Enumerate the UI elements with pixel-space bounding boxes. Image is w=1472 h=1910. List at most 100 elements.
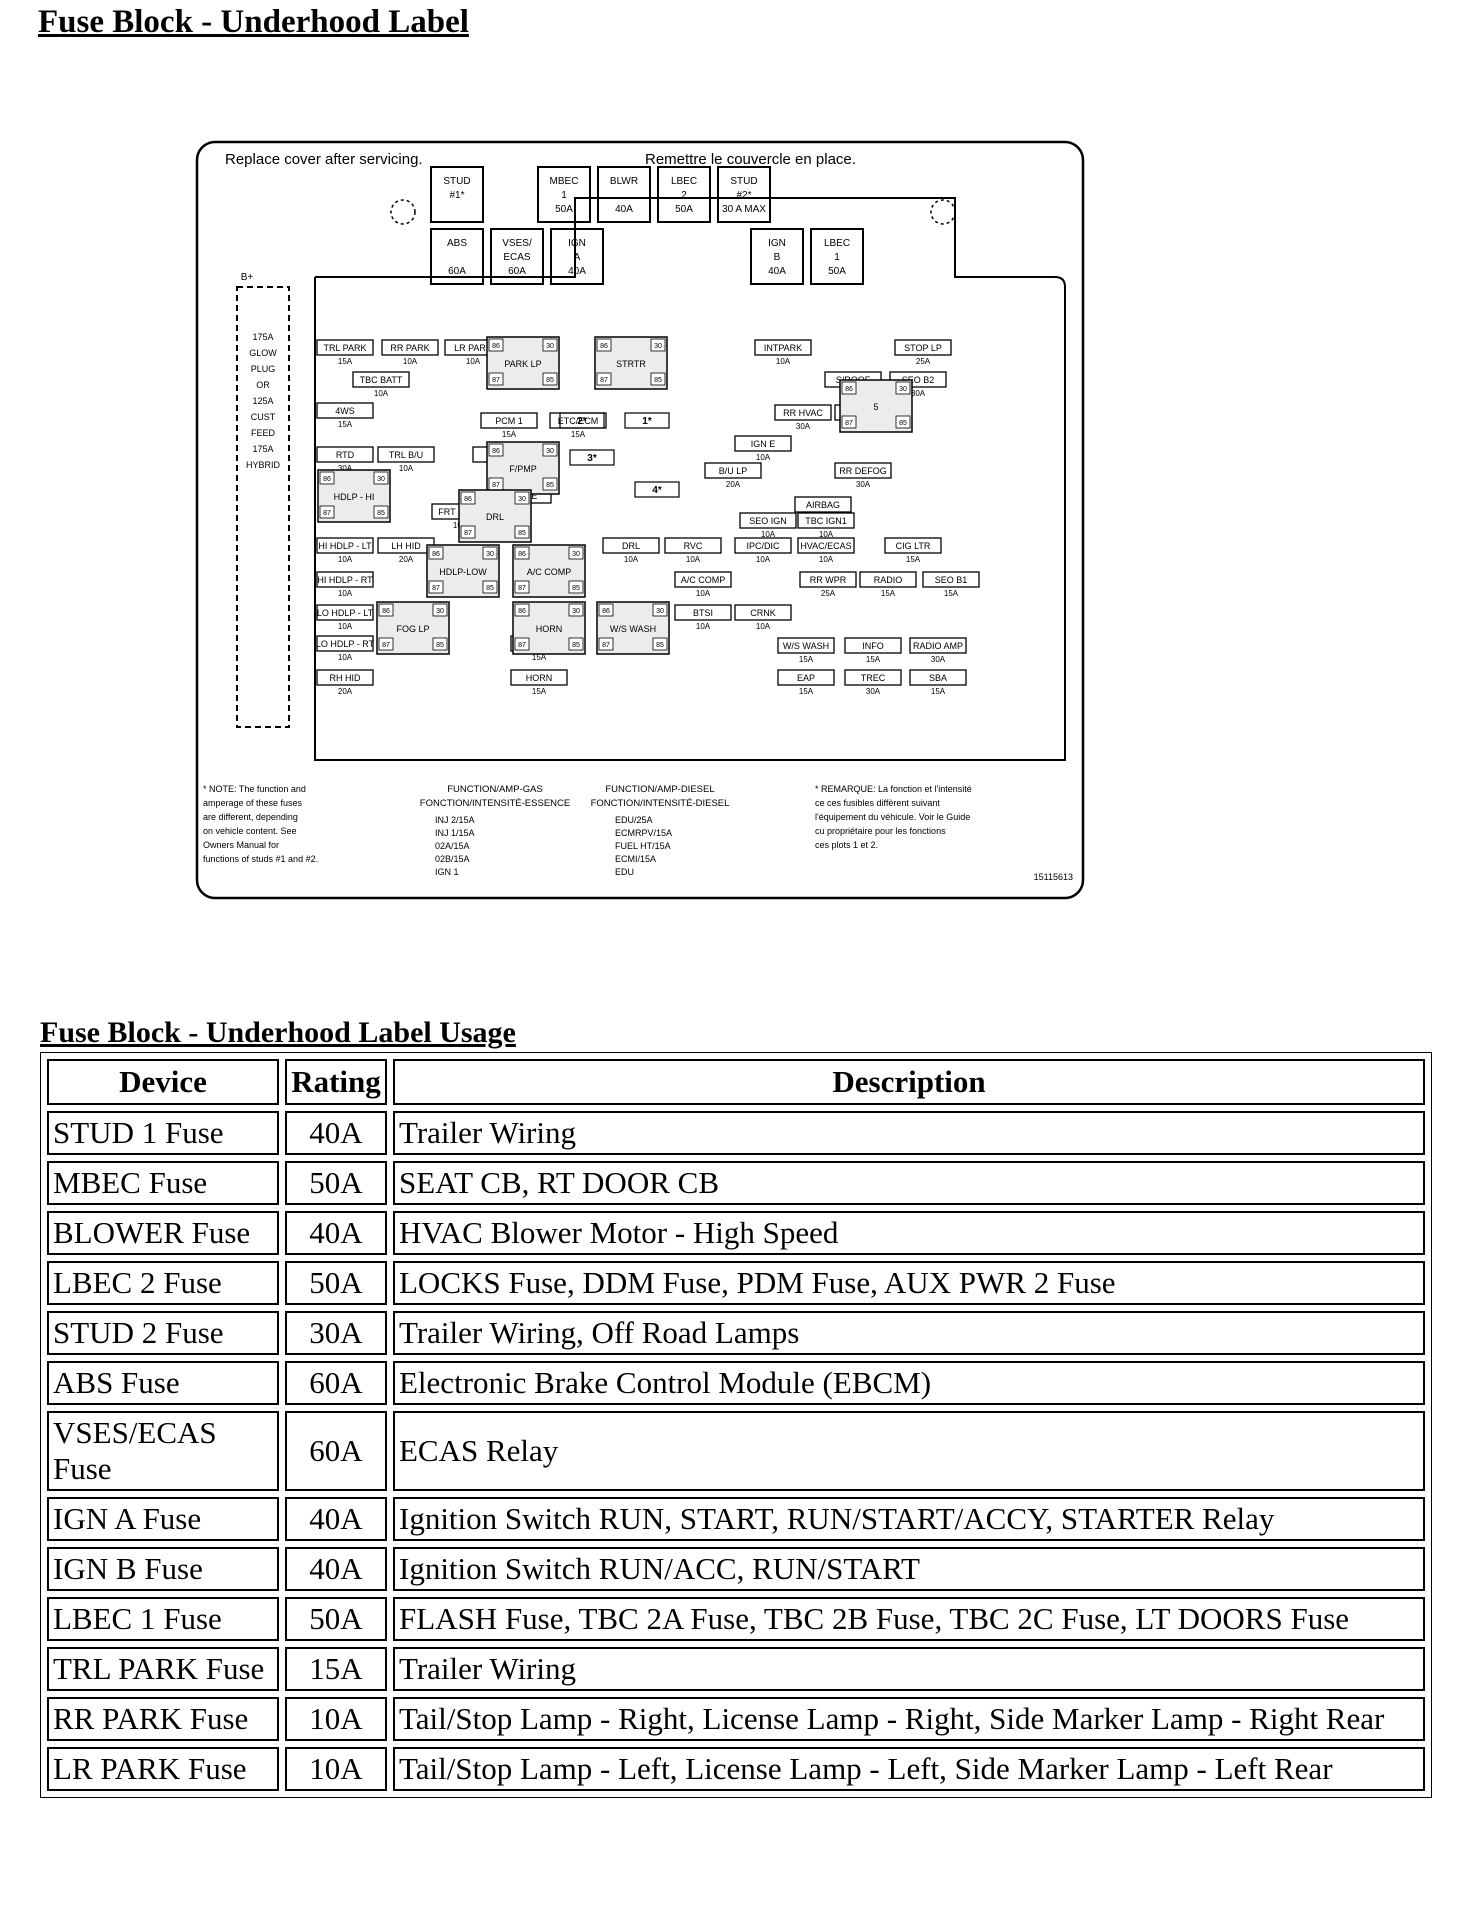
small-fuse-amp: 15A: [571, 430, 586, 439]
description-cell: ECAS Relay: [393, 1411, 1425, 1491]
small-fuse-amp: 15A: [906, 555, 921, 564]
description-cell: Tail/Stop Lamp - Left, License Lamp - Le…: [393, 1747, 1425, 1791]
small-fuse: [377, 446, 435, 463]
rating-cell: 10A: [285, 1697, 387, 1741]
big-fuse: [717, 166, 771, 223]
big-fuse-label: IGN: [568, 238, 586, 249]
big-fuse: [550, 228, 604, 285]
small-fuse-amp: 10A: [756, 555, 771, 564]
small-fuse: [316, 402, 374, 419]
small-fuse-amp: 25A: [821, 589, 836, 598]
numbered-slot: [634, 481, 680, 498]
relay-label: PARK LP: [504, 359, 541, 369]
device-cell: STUD 1 Fuse: [47, 1111, 279, 1155]
relay-pin: [542, 338, 558, 352]
small-fuse-label: TBC BATT: [360, 375, 403, 385]
small-fuse: [664, 537, 722, 554]
gas-header: FONCTION/INTENSITÉ-ESSENCE: [420, 798, 570, 809]
small-fuse-amp: 15A: [799, 687, 814, 696]
small-fuse-label: TRL B/U: [389, 450, 423, 460]
small-fuse-amp: 10A: [338, 622, 353, 631]
description-cell: Ignition Switch RUN/ACC, RUN/START: [393, 1547, 1425, 1591]
b-plus-note: 175A: [252, 444, 273, 454]
big-fuse: [490, 228, 544, 285]
small-fuse-label: PCM 1: [495, 416, 523, 426]
device-cell: RR PARK Fuse: [47, 1697, 279, 1741]
small-fuse-label: RR WPR: [810, 575, 847, 585]
small-fuse-amp: 10A: [338, 589, 353, 598]
big-fuse: [430, 166, 484, 223]
gas-item: IGN 1: [435, 867, 459, 877]
note-french: cu propriétaire pour les fonctions: [815, 826, 946, 836]
relay-pin-label: 30: [546, 343, 554, 350]
small-fuse-amp: 30A: [866, 687, 881, 696]
page-title: Fuse Block - Underhood Label: [38, 4, 469, 40]
relay-pin: [432, 603, 448, 617]
device-column-header: Device: [47, 1059, 279, 1105]
cover-note-french: Remettre le couvercle en place.: [645, 151, 856, 168]
relay-pin-label: 30: [377, 476, 385, 483]
description-cell: FLASH Fuse, TBC 2A Fuse, TBC 2B Fuse, TB…: [393, 1597, 1425, 1641]
small-fuse: [774, 404, 832, 421]
device-cell: LBEC 1 Fuse: [47, 1597, 279, 1641]
relay-pin: [428, 580, 444, 594]
small-fuse-label: TBC IGN1: [805, 516, 847, 526]
big-fuse-label: 50A: [555, 204, 573, 215]
small-fuse: [602, 537, 660, 554]
rating-cell: 10A: [285, 1747, 387, 1791]
relay-pin-label: 86: [432, 551, 440, 558]
small-fuse: [316, 604, 374, 621]
small-fuse-amp: 30A: [796, 422, 811, 431]
relay-pin-label: 87: [518, 642, 526, 649]
relay-pin: [460, 525, 476, 539]
small-fuse-amp: 10A: [819, 555, 834, 564]
small-fuse-label: W/S WASH: [783, 641, 829, 651]
small-fuse: [316, 537, 374, 554]
relay-pin-label: 85: [436, 642, 444, 649]
small-fuse: [799, 571, 857, 588]
relay-pin: [482, 546, 498, 560]
relay-pin-label: 30: [572, 608, 580, 615]
usage-title: Fuse Block - Underhood Label Usage: [40, 1016, 516, 1049]
relay-pin: [542, 477, 558, 491]
label-border: [195, 140, 1085, 900]
diesel-item: EDU: [615, 867, 634, 877]
gas-item: INJ 1/15A: [435, 828, 475, 838]
big-fuse: [810, 228, 864, 285]
numbered-slot-label: 1*: [642, 416, 652, 427]
small-fuse: [316, 571, 374, 588]
small-fuse-amp: 15A: [866, 655, 881, 664]
rating-cell: 15A: [285, 1647, 387, 1691]
small-fuse-amp: 10A: [399, 464, 414, 473]
relay-pin-label: 85: [546, 377, 554, 384]
device-cell: MBEC Fuse: [47, 1161, 279, 1205]
relay-pin: [319, 505, 335, 519]
small-fuse: [754, 339, 812, 356]
small-fuse-amp: 15A: [931, 687, 946, 696]
relay-pin-label: 86: [600, 343, 608, 350]
small-fuse: [734, 604, 792, 621]
note-english: on vehicle content. See: [203, 826, 297, 836]
table-header-row: Device Rating Description: [47, 1059, 1425, 1105]
rating-cell: 40A: [285, 1111, 387, 1155]
small-fuse-label: SEO B1: [935, 575, 968, 585]
gas-item: 02B/15A: [435, 854, 470, 864]
relay-pin: [488, 338, 504, 352]
note-english: Owners Manual for: [203, 840, 279, 850]
small-fuse-amp: 10A: [756, 453, 771, 462]
small-fuse: [909, 637, 967, 654]
small-fuse: [797, 537, 855, 554]
relay-pin: [542, 372, 558, 386]
small-fuse: [739, 512, 797, 529]
relay-pin-label: 87: [382, 642, 390, 649]
small-fuse-amp: 10A: [624, 555, 639, 564]
small-fuse-amp: 25A: [916, 357, 931, 366]
small-fuse: [844, 669, 902, 686]
fuse-block-outline: [314, 197, 1066, 761]
small-fuse-label: SEO B2: [902, 375, 935, 385]
relay-pin: [514, 525, 530, 539]
device-cell: TRL PARK Fuse: [47, 1647, 279, 1691]
numbered-slot: [559, 412, 605, 429]
device-cell: LBEC 2 Fuse: [47, 1261, 279, 1305]
